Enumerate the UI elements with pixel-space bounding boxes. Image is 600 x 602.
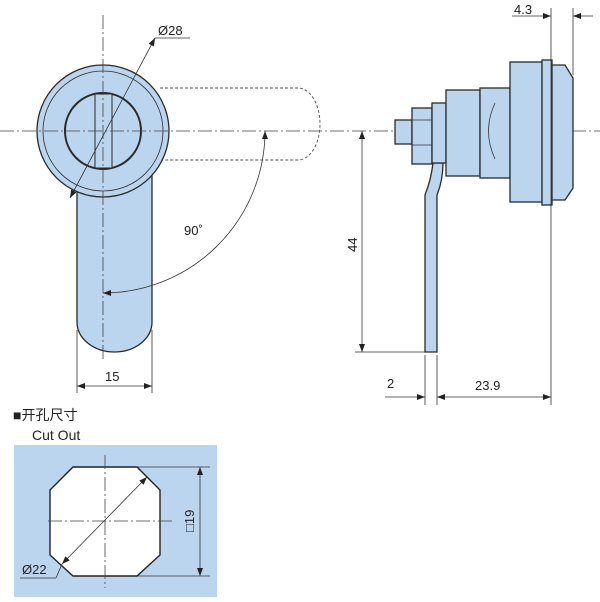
thickness-label: 2: [387, 376, 394, 391]
side-view: 4.3 44 2 23.9: [345, 2, 593, 405]
shaft-end: [394, 119, 413, 145]
ghost-handle: [160, 87, 321, 161]
housing: [509, 61, 543, 203]
angle-label: 90˚: [184, 223, 203, 238]
handle: [76, 169, 153, 353]
lever: [424, 162, 444, 353]
cutout-section: ■开孔尺寸 Cut Out Ø22 □19: [13, 407, 217, 597]
bezel-face: [551, 64, 574, 201]
diameter-leader: [69, 37, 156, 199]
cutout-title-cn: ■开孔尺寸: [13, 407, 77, 423]
cutout-title-en: Cut Out: [32, 427, 80, 443]
cylinder-body: [445, 89, 481, 177]
depth-label: 23.9: [475, 378, 500, 393]
washer: [431, 102, 447, 164]
cutout-diameter-line: [61, 476, 148, 565]
front-view: Ø28 90˚ 15: [36, 15, 321, 393]
hex-nut: [411, 107, 433, 165]
diameter-label: Ø28: [158, 23, 183, 38]
cutout-diameter-label: Ø22: [22, 562, 47, 577]
cylinder-mid: [479, 87, 511, 179]
flange: [541, 59, 553, 206]
cutout-square-label: □19: [182, 510, 197, 532]
height-label: 44: [345, 238, 360, 252]
width-label: 15: [105, 369, 119, 384]
flange-label: 4.3: [514, 2, 532, 17]
angle-arc: [102, 130, 268, 296]
